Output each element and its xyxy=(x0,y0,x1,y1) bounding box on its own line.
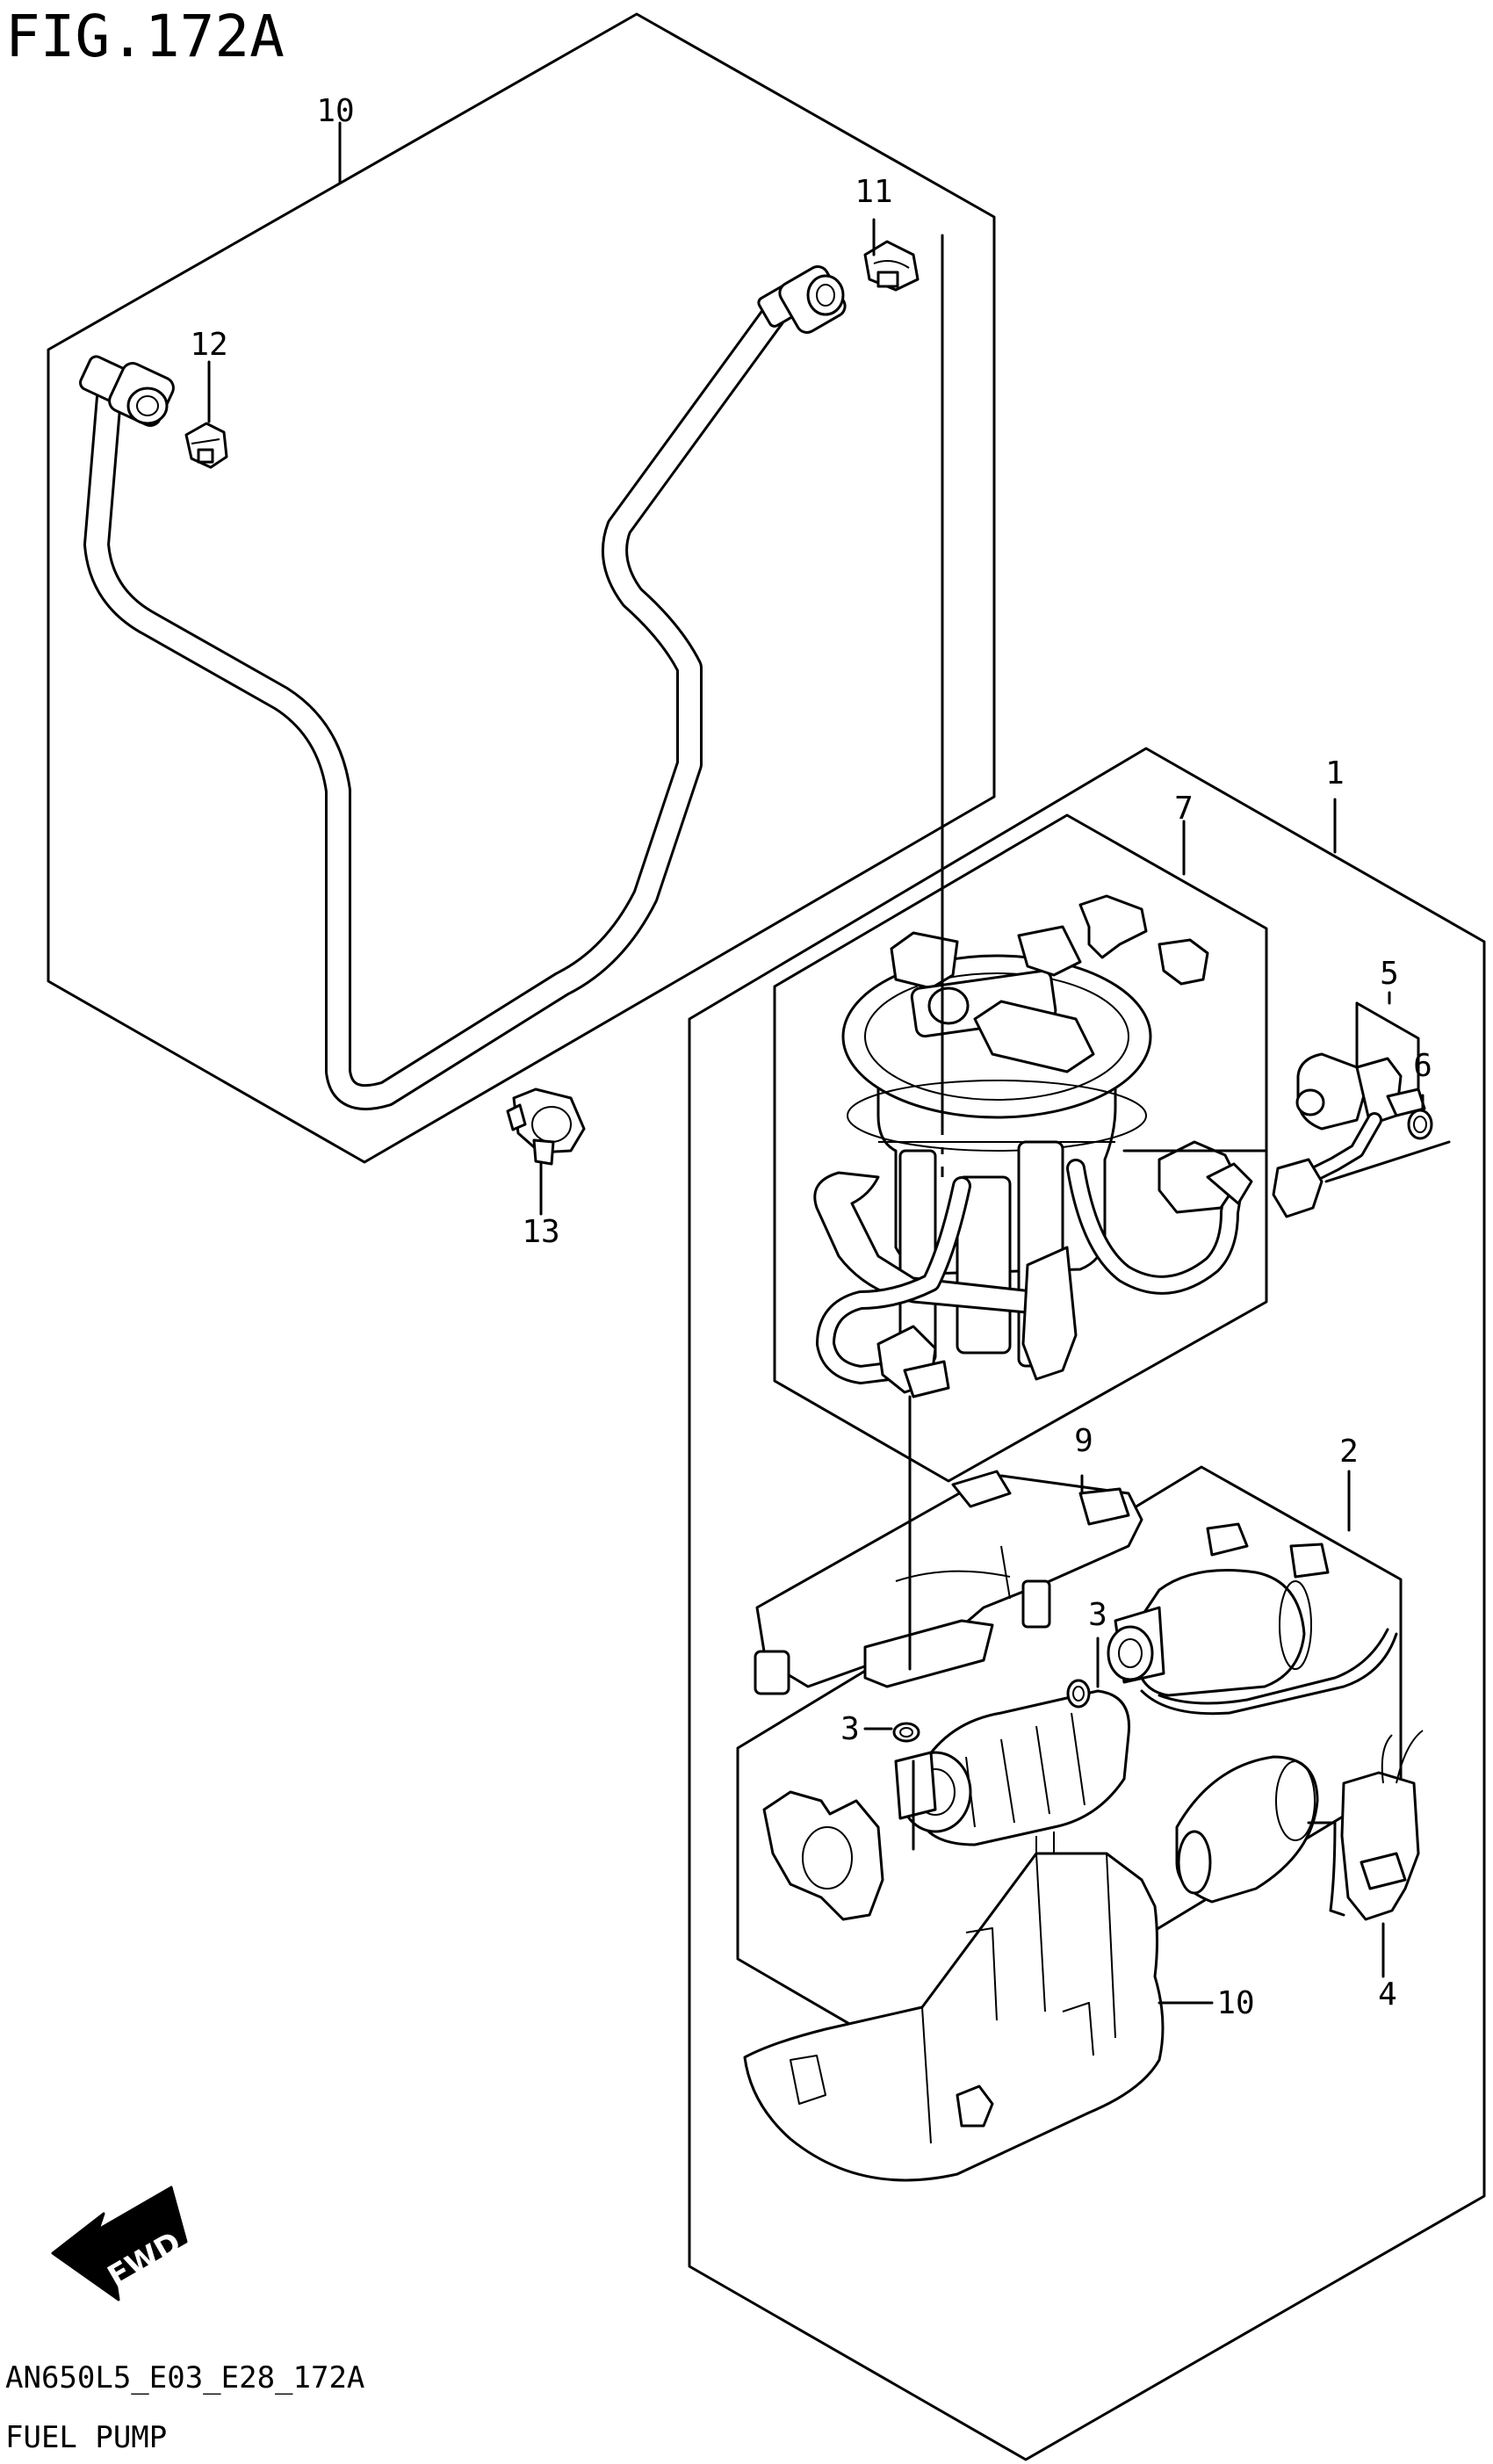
leader-lines xyxy=(207,121,1424,2005)
fuel-level-sender xyxy=(1175,1730,1424,1978)
hose-connector-left xyxy=(79,355,175,427)
pump-wire-harness xyxy=(1066,1140,1266,1295)
callout-1: 1 xyxy=(1325,755,1345,791)
hose-group-boundary xyxy=(47,12,996,1164)
figure-name: FUEL PUMP xyxy=(5,2420,167,2455)
callout-5: 5 xyxy=(1380,956,1399,992)
callout-2: 2 xyxy=(1339,1434,1359,1470)
callout-13: 13 xyxy=(522,1214,559,1250)
group-7-boundary xyxy=(773,813,1268,1483)
fuel-pump-motor xyxy=(1107,1522,1398,1716)
lower-case-9 xyxy=(743,1832,1165,2182)
callout-10: 10 xyxy=(316,93,354,129)
pressure-regulator xyxy=(1272,1001,1451,1218)
callout-11: 11 xyxy=(855,174,892,210)
o-ring-3 xyxy=(863,1637,1100,1743)
callout-12: 12 xyxy=(190,327,227,363)
strainer-holder xyxy=(894,1689,1131,1846)
callout-9: 10 xyxy=(1216,1985,1254,2021)
clip-13 xyxy=(506,1087,586,1166)
figure-code: AN650L5_E03_E28_172A xyxy=(5,2360,364,2395)
figure-title: FIG.172A xyxy=(5,3,285,70)
pump-assembly-boundary xyxy=(688,747,1486,2461)
clip-12 xyxy=(184,422,228,469)
hose-connector-right xyxy=(757,265,847,334)
clip-11 xyxy=(863,240,920,292)
hose-assembly-group xyxy=(47,12,996,1166)
callout-3-right: 3 xyxy=(1088,1597,1107,1633)
connector-clips xyxy=(1078,894,1209,986)
callout-7: 7 xyxy=(1174,791,1194,827)
pump-holder-8 xyxy=(754,1470,1143,1695)
pump-body-bracket xyxy=(813,1140,1078,1398)
pump-top-flange xyxy=(841,925,1152,1275)
fwd-arrow-icon: FWD xyxy=(51,2186,188,2301)
callout-8: 9 xyxy=(1074,1423,1093,1459)
callout-4: 4 xyxy=(1378,1976,1397,2012)
callout-labels: 10 11 12 13 1 7 5 6 9 2 3 3 4 10 xyxy=(190,93,1432,2021)
callout-6: 6 xyxy=(1413,1048,1432,1084)
callout-3-left: 3 xyxy=(840,1711,860,1747)
pump-clamp xyxy=(762,1790,884,1921)
